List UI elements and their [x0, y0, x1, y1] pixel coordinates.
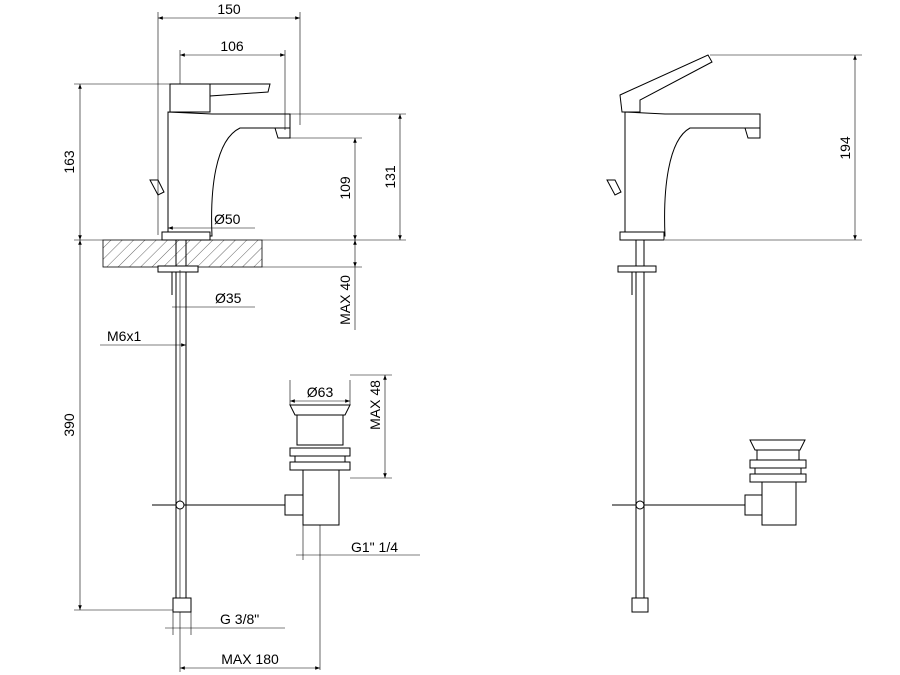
faucet-body-side [624, 111, 761, 237]
lever-base [169, 83, 211, 113]
dim-max48: MAX 48 [367, 380, 383, 430]
dim-g3-8: G 3/8" [220, 611, 259, 627]
front-view: 150 106 163 109 131 Ø50 MAX 40 Ø35 M6x1 … [61, 1, 420, 672]
dim-106: 106 [220, 38, 244, 54]
dim-d63: Ø63 [307, 384, 334, 400]
aerator [274, 127, 291, 139]
lever-handle-open [619, 54, 713, 113]
dim-390: 390 [61, 413, 77, 437]
dim-109: 109 [337, 176, 353, 200]
lever-handle [185, 83, 271, 110]
dim-m6x1: M6x1 [107, 328, 141, 344]
dim-150: 150 [217, 1, 241, 17]
waste-drain [284, 404, 351, 526]
dim-max180: MAX 180 [221, 651, 279, 667]
fixing-nut [157, 265, 199, 273]
dim-131: 131 [382, 165, 398, 189]
countertop-section [102, 239, 263, 268]
dim-163: 163 [61, 150, 77, 174]
dim-max40: MAX 40 [337, 275, 353, 325]
pop-up-knob [149, 179, 165, 196]
dim-g1-1-4: G1" 1/4 [351, 539, 398, 555]
faucet-body [167, 111, 291, 237]
dim-d35: Ø35 [215, 290, 242, 306]
side-view-lever-open: 194 [606, 54, 862, 613]
base-ring [161, 231, 211, 241]
waste-drain-side [744, 439, 807, 526]
dim-d50: Ø50 [214, 211, 241, 227]
dim-194: 194 [837, 136, 853, 160]
inlet-nut [172, 597, 192, 613]
